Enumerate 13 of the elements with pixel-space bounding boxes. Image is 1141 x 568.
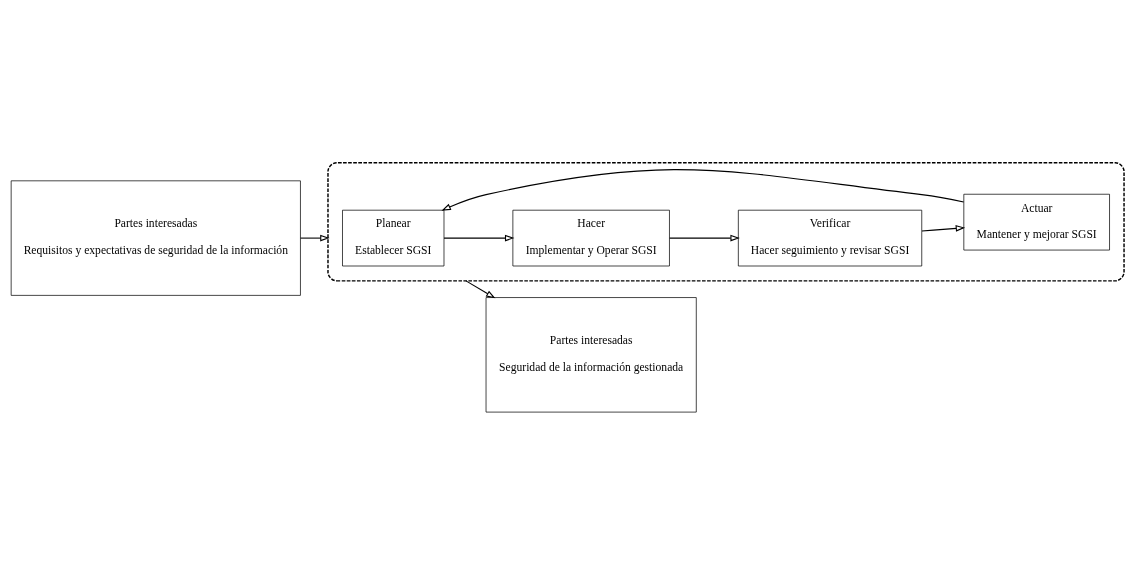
node-box: Partes interesadas Requisitos y expectativas de seguridad de la información (10, 179, 301, 296)
arrow (443, 234, 515, 241)
node-box: Planear Establecer SGSI (342, 209, 445, 266)
node-box: Partes interesadas Seguridad de la información gestionada (485, 296, 697, 412)
arrow (921, 224, 966, 232)
arrow (441, 168, 965, 211)
node-box: Verificar Hacer seguimiento y revisar SGSI (737, 209, 923, 266)
arrow (465, 279, 496, 298)
node-box: Actuar Mantener y mejorar SGSI (963, 193, 1110, 250)
node-box: Hacer Implementar y Operar SGSI (512, 209, 670, 266)
arrow (669, 234, 740, 241)
cluster (327, 161, 1125, 282)
arrow (300, 234, 330, 241)
